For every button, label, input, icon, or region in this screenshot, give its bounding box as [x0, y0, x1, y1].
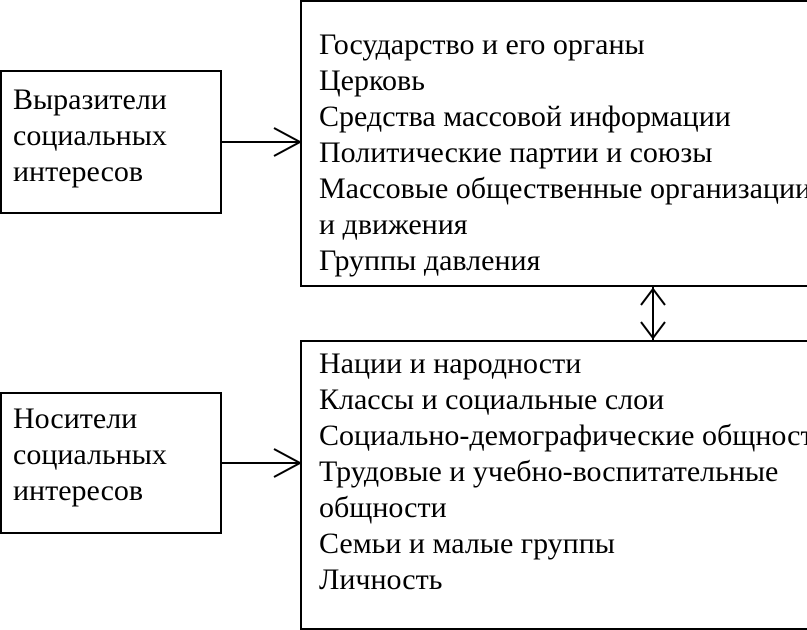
bearers-list-item: Личность	[319, 563, 443, 596]
bearers-list-item: Трудовые и учебно-воспитательные	[319, 455, 779, 488]
bearers-list-box: Нации и народности Классы и социальные с…	[300, 340, 807, 630]
bearers-line-3: интересов	[13, 474, 144, 507]
bearers-list-item: Семьи и малые группы	[319, 527, 615, 560]
bearers-line-2: социальных	[13, 438, 167, 471]
bearers-list-item: общности	[319, 491, 447, 524]
double-vertical-arrow	[640, 287, 666, 340]
expressers-list-item: Средства массовой информации	[319, 100, 731, 133]
expressers-of-interests-box: Выразители социальных интересов	[0, 70, 222, 214]
expressers-list-item: Политические партии и союзы	[319, 136, 713, 169]
expressers-list-item: Массовые общественные организации	[319, 172, 807, 205]
bearers-list-item: Классы и социальные слои	[319, 383, 665, 416]
expressers-line-3: интересов	[13, 155, 144, 188]
top-right-arrow	[222, 127, 303, 157]
expressers-list-item: Группы давления	[319, 244, 541, 277]
expressers-list-box: Государство и его органы Церковь Средств…	[300, 0, 807, 287]
expressers-line-1: Выразители	[13, 83, 167, 116]
bearers-list-item: Социально-демографические общности	[319, 419, 807, 452]
bearers-list-item: Нации и народности	[319, 347, 582, 380]
bearers-of-interests-box: Носители социальных интересов	[0, 392, 222, 534]
bottom-right-arrow	[222, 448, 303, 478]
bearers-line-1: Носители	[13, 402, 138, 435]
expressers-list-item: и движения	[319, 208, 468, 241]
expressers-list-item: Церковь	[319, 64, 425, 97]
expressers-list-item: Государство и его органы	[319, 28, 645, 61]
expressers-line-2: социальных	[13, 119, 167, 152]
